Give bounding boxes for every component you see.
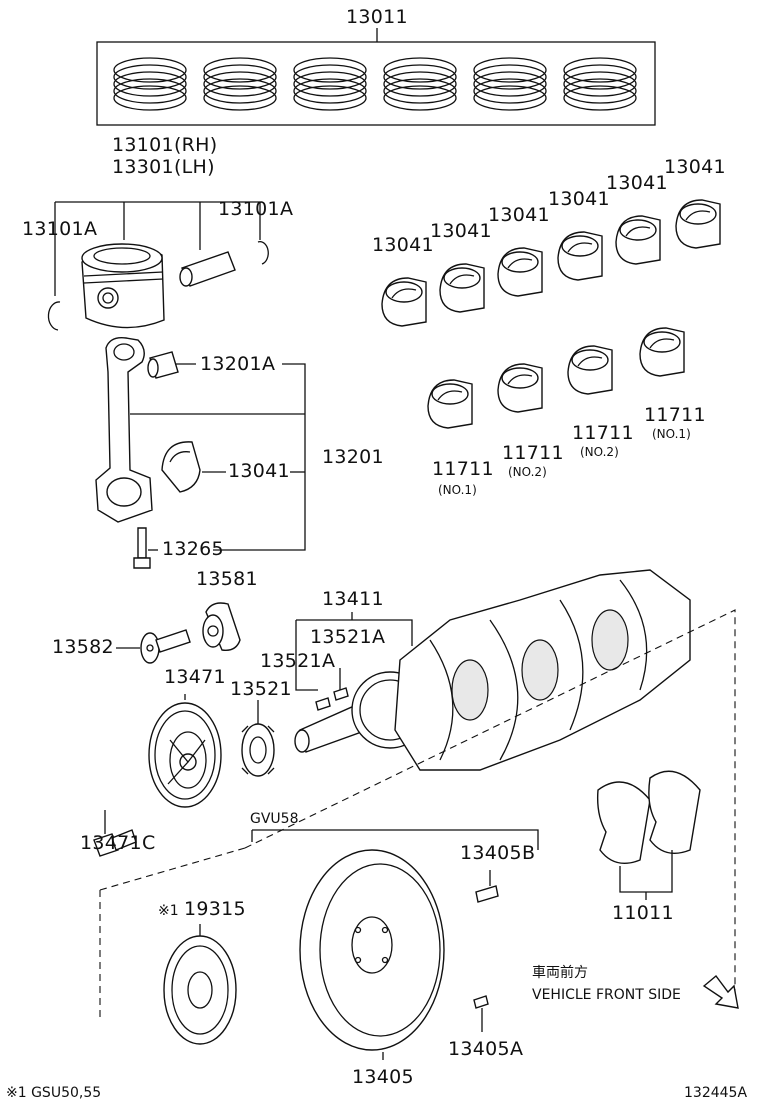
label-13471c[interactable]: 13471C [80,832,156,854]
piston-ring[interactable] [563,57,637,111]
piston-ring[interactable] [473,57,547,111]
label-13521[interactable]: 13521 [230,678,292,700]
label-13521a-top[interactable]: 13521A [310,626,386,648]
flywheel[interactable] [299,849,445,1051]
snap-ring-left[interactable] [47,301,61,331]
label-13265[interactable]: 13265 [162,538,224,560]
label-13041-d[interactable]: 13041 [548,188,610,210]
piston[interactable] [54,201,261,329]
connecting-rod-bolt[interactable] [133,527,151,569]
label-13521a-low[interactable]: 13521A [260,650,336,672]
label-13201[interactable]: 13201 [322,446,384,468]
label-11711-d[interactable]: 11711 [644,404,706,426]
label-13041-f[interactable]: 13041 [664,156,726,178]
piston-ring[interactable] [383,57,457,111]
label-13405b[interactable]: 13405B [460,842,536,864]
main-bearing-upper[interactable] [497,247,543,297]
label-13101-rh[interactable]: 13101(RH) [112,134,218,156]
crankshaft-pulley-plate[interactable] [202,602,241,651]
main-bearing-lower[interactable] [427,379,473,429]
main-bearing-lower[interactable] [639,327,685,377]
label-gvu58: GVU58 [250,811,299,827]
thrust-washer-set[interactable] [596,770,701,864]
main-bearing-upper[interactable] [557,231,603,281]
label-13582[interactable]: 13582 [52,636,114,658]
connecting-rod[interactable] [95,337,153,523]
label-13041-e[interactable]: 13041 [606,172,668,194]
crankshaft-timing-gear[interactable] [241,723,275,777]
label-13201a[interactable]: 13201A [200,353,276,375]
main-bearing-set-lower[interactable] [427,327,685,429]
connecting-rod-bushing[interactable] [147,351,179,379]
flywheel-bolt[interactable] [475,885,499,903]
label-13581[interactable]: 13581 [196,568,258,590]
label-11711-d-sub: (NO.1) [652,427,691,441]
piston-ring[interactable] [113,57,187,111]
label-19315-mark: ※1 [158,903,179,919]
label-13041-b[interactable]: 13041 [430,220,492,242]
label-13405[interactable]: 13405 [352,1066,414,1088]
label-13101a-left[interactable]: 13101A [22,218,98,240]
piston-ring[interactable] [293,57,367,111]
pulley-bolt[interactable] [140,629,191,664]
piston-ring[interactable] [203,57,277,111]
piston-pin[interactable] [179,251,236,287]
piston-ring-set[interactable] [96,28,656,126]
label-13405a[interactable]: 13405A [448,1038,524,1060]
label-13411[interactable]: 13411 [322,588,384,610]
pulley-bolt-13471c[interactable] [93,829,137,857]
label-13041-a[interactable]: 13041 [372,234,434,256]
label-11711-a[interactable]: 11711 [432,458,494,480]
main-bearing-upper[interactable] [675,199,721,249]
direction-label-jp: 車両前方 [532,965,588,981]
snap-ring-right[interactable] [257,241,269,265]
label-11711-a-sub: (NO.1) [438,483,477,497]
main-bearing-upper[interactable] [615,215,661,265]
label-13041-c[interactable]: 13041 [488,204,550,226]
connecting-rod-bearing[interactable] [161,441,201,493]
flywheel-pin[interactable] [473,995,489,1009]
label-11711-c[interactable]: 11711 [572,422,634,444]
footnote: ※1 GSU50,55 [6,1085,102,1101]
label-13041-rod[interactable]: 13041 [228,460,290,482]
label-11011[interactable]: 11011 [612,902,674,924]
diagonal-arrow-icon [702,974,739,1009]
main-bearing-lower[interactable] [497,363,543,413]
label-13471[interactable]: 13471 [164,666,226,688]
crankshaft-pulley[interactable] [148,702,222,808]
label-11711-b[interactable]: 11711 [502,442,564,464]
main-bearing-upper[interactable] [439,263,485,313]
label-13011[interactable]: 13011 [346,6,408,28]
label-13301-lh[interactable]: 13301(LH) [112,156,215,178]
main-bearing-lower[interactable] [567,345,613,395]
crankshaft-key-b[interactable] [333,687,349,701]
direction-label-en: VEHICLE FRONT SIDE [532,987,681,1003]
label-11711-c-sub: (NO.2) [580,445,619,459]
figure-id: 132445A [684,1085,748,1101]
main-bearing-upper[interactable] [381,277,427,327]
crankshaft[interactable] [294,569,691,771]
label-19315[interactable]: 19315 [184,898,246,920]
label-13101a-right[interactable]: 13101A [218,198,294,220]
label-11711-b-sub: (NO.2) [508,465,547,479]
main-bearing-set-upper[interactable] [381,199,721,327]
timing-rotor[interactable] [163,935,237,1045]
crankshaft-key-a[interactable] [315,697,331,711]
